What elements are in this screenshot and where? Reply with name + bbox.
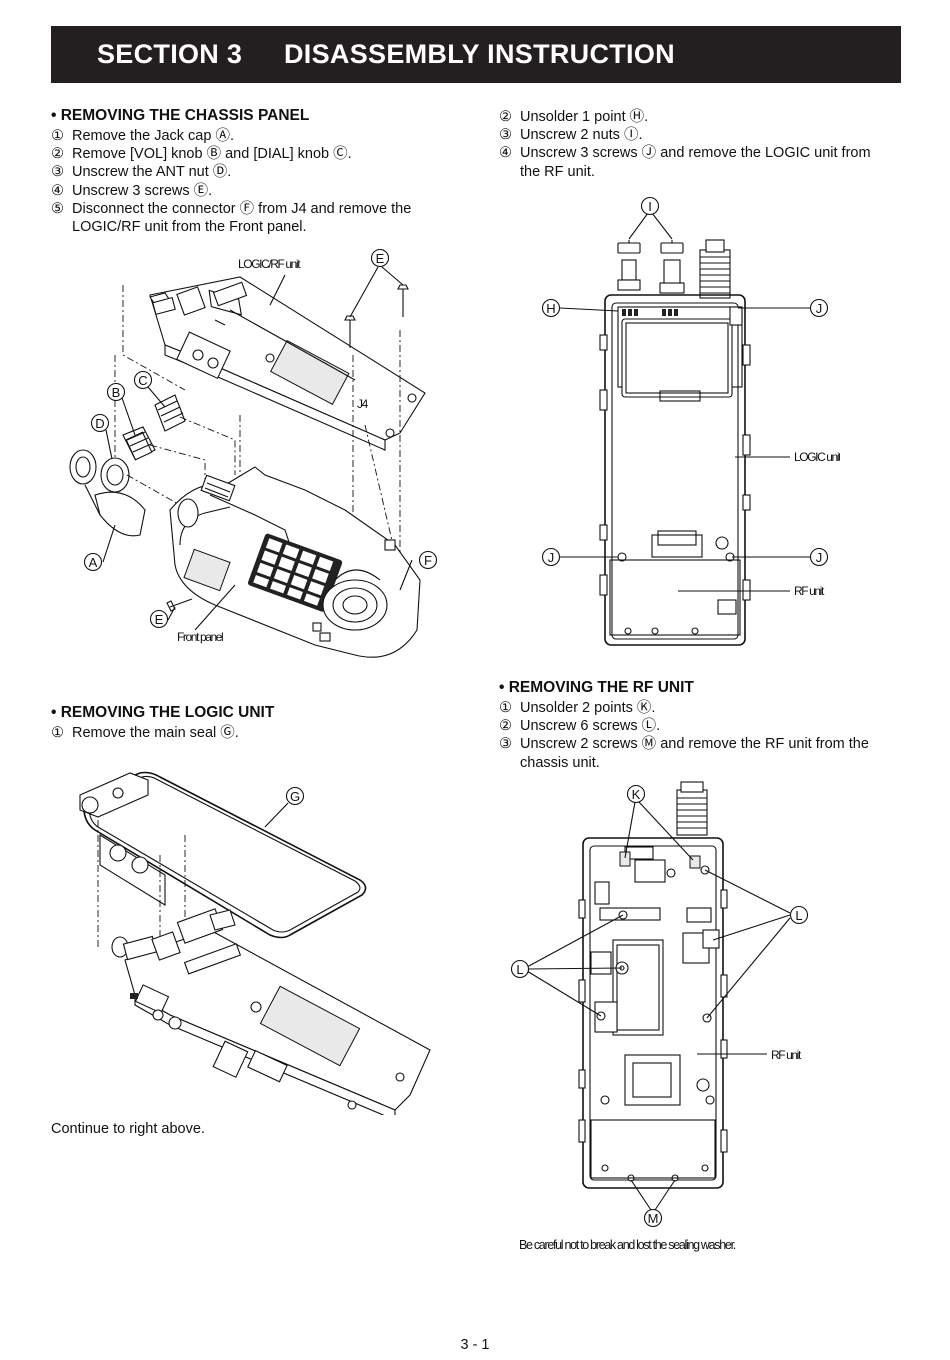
rf-unit-label-2: RF unit bbox=[771, 1048, 802, 1062]
svg-text:G: G bbox=[290, 789, 300, 804]
section-number: SECTION 3 bbox=[97, 39, 243, 69]
svg-text:L: L bbox=[516, 962, 523, 977]
chassis-heading: • REMOVING THE CHASSIS PANEL bbox=[51, 107, 310, 124]
svg-text:J: J bbox=[548, 550, 555, 565]
svg-text:L: L bbox=[795, 908, 802, 923]
callout-k: K bbox=[626, 784, 646, 804]
chassis-exploded-figure: J4 bbox=[55, 245, 440, 670]
section-title: DISASSEMBLY INSTRUCTION bbox=[284, 39, 675, 69]
callout-l: L bbox=[510, 959, 530, 979]
callout-f: F bbox=[418, 550, 438, 570]
rf-unit-label: RF unit bbox=[794, 584, 825, 598]
callout-e: E bbox=[149, 609, 169, 629]
callout-j: J bbox=[541, 547, 561, 567]
svg-text:M: M bbox=[648, 1211, 659, 1226]
svg-text:D: D bbox=[95, 416, 104, 431]
rf-unit-heading: • REMOVING THE RF UNIT bbox=[499, 679, 694, 696]
callout-c: C bbox=[133, 370, 153, 390]
callout-a: A bbox=[83, 552, 103, 572]
svg-text:K: K bbox=[632, 787, 641, 802]
logic-unit-label: LOGIC unit bbox=[794, 450, 840, 464]
callout-i: I bbox=[640, 196, 660, 216]
rf-unit-figure: RF unit K L L M bbox=[505, 780, 815, 1240]
main-seal-figure: G bbox=[70, 765, 440, 1115]
section-banner: SECTION 3 DISASSEMBLY INSTRUCTION bbox=[51, 26, 901, 83]
page-number: 3 - 1 bbox=[460, 1337, 490, 1353]
svg-text:C: C bbox=[138, 373, 147, 388]
svg-text:I: I bbox=[648, 199, 652, 214]
callout-b: B bbox=[106, 382, 126, 402]
callout-h: H bbox=[541, 298, 561, 318]
callout-g: G bbox=[285, 786, 305, 806]
callout-m: M bbox=[643, 1208, 663, 1228]
sealing-washer-note: Be careful not to break and lost the sea… bbox=[519, 1238, 736, 1252]
svg-text:A: A bbox=[89, 555, 98, 570]
svg-text:H: H bbox=[546, 301, 555, 316]
j4-label: J4 bbox=[357, 397, 369, 411]
callout-j: J bbox=[809, 298, 829, 318]
callout-d: D bbox=[90, 413, 110, 433]
logic-unit-figure: LOGIC unit RF unit I H J J J bbox=[540, 195, 840, 660]
front-panel-label: Front panel bbox=[177, 630, 223, 644]
svg-text:B: B bbox=[112, 385, 121, 400]
svg-text:F: F bbox=[424, 553, 432, 568]
svg-text:E: E bbox=[155, 612, 164, 627]
svg-text:J: J bbox=[816, 301, 823, 316]
logic-unit-heading: • REMOVING THE LOGIC UNIT bbox=[51, 704, 275, 721]
continue-note: Continue to right above. bbox=[51, 1121, 205, 1137]
callout-e: E bbox=[370, 248, 390, 268]
svg-text:E: E bbox=[376, 251, 385, 266]
callout-l: L bbox=[789, 905, 809, 925]
callout-j: J bbox=[809, 547, 829, 567]
svg-text:J: J bbox=[816, 550, 823, 565]
logic-rf-unit-label: LOGIC/RF unit bbox=[238, 257, 301, 271]
